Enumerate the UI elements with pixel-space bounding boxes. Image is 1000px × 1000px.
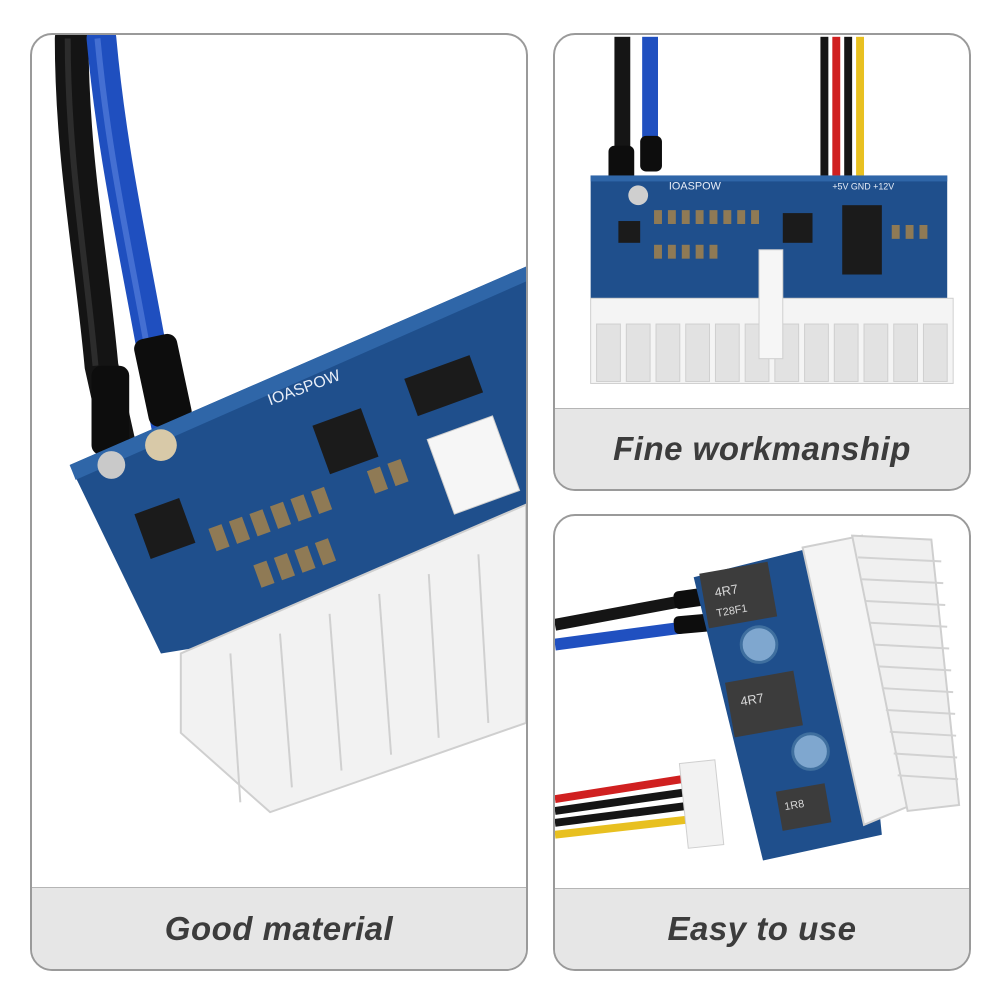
- inductor-code: T28F1: [715, 603, 748, 620]
- caption-bar: Easy to use: [555, 888, 969, 969]
- product-card-easy-to-use: 4R7 T28F1 4R7 1R8 Easy to use: [553, 514, 971, 971]
- caption-bar: Good material: [32, 887, 526, 969]
- board-label: IOASPOW: [669, 180, 722, 192]
- product-photo-back: 4R7 T28F1 4R7 1R8: [555, 516, 969, 893]
- board-pins-label: +5V GND +12V: [832, 181, 894, 191]
- product-photo-closeup: IOASPOW: [32, 35, 526, 892]
- pcb-back-illustration: 4R7 T28F1 4R7 1R8: [555, 534, 961, 861]
- inductor-label: 1R8: [784, 798, 806, 813]
- product-photo-front: IOASPOW +5V GND +12V: [555, 35, 969, 413]
- product-card-good-material: IOASPOW Good material: [30, 33, 528, 971]
- caption-text: Fine workmanship: [613, 430, 911, 467]
- pcb-front-illustration: IOASPOW +5V GND +12V: [590, 36, 954, 384]
- caption-text: Good material: [164, 909, 394, 947]
- caption-bar: Fine workmanship: [555, 408, 969, 489]
- product-card-fine-workmanship: IOASPOW +5V GND +12V: [553, 33, 971, 491]
- pcb-closeup-illustration: IOASPOW: [54, 35, 526, 814]
- inductor-label: 4R7: [739, 690, 765, 709]
- caption-text: Easy to use: [667, 910, 857, 947]
- inductor-label: 4R7: [713, 581, 739, 600]
